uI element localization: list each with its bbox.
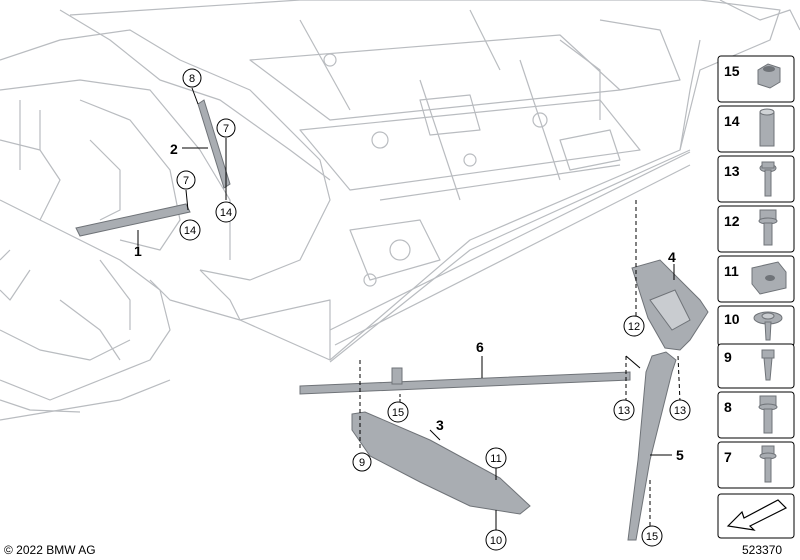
callout-11[interactable]: 11: [485, 447, 507, 469]
hex-flange-bolt-icon: [758, 395, 778, 434]
diagram-id: 523370: [742, 543, 782, 557]
legend-row-13[interactable]: 13: [717, 155, 795, 203]
callout-15-center[interactable]: 15: [387, 401, 409, 423]
label-1[interactable]: 1: [134, 243, 142, 259]
callout-15-bottom[interactable]: 15: [641, 525, 663, 547]
hex-bolt-icon: [758, 209, 778, 246]
legend-row-9[interactable]: 9: [717, 343, 795, 389]
callout-12[interactable]: 12: [623, 315, 645, 337]
svg-text:13: 13: [724, 163, 740, 179]
svg-text:10: 10: [490, 535, 502, 547]
label-5[interactable]: 5: [676, 447, 684, 463]
sleeve-icon: [759, 108, 775, 147]
svg-text:14: 14: [724, 113, 740, 129]
screw-icon: [761, 349, 775, 381]
svg-text:8: 8: [724, 399, 732, 415]
svg-text:14: 14: [184, 225, 196, 237]
callout-14-right[interactable]: 14: [215, 201, 237, 223]
svg-text:7: 7: [223, 123, 229, 135]
svg-text:13: 13: [674, 405, 686, 417]
part-2-strut: [197, 99, 231, 189]
legend-row-11[interactable]: 11: [717, 255, 795, 303]
part-6-crossbar: [299, 371, 631, 395]
svg-text:7: 7: [724, 449, 732, 465]
legend-row-12[interactable]: 12: [717, 205, 795, 253]
svg-text:15: 15: [392, 407, 404, 419]
svg-text:11: 11: [490, 453, 501, 465]
part-labels: 1 2 3 4 5 6: [134, 141, 684, 463]
part-1-strut: [75, 203, 191, 237]
svg-text:10: 10: [724, 311, 740, 327]
callout-10[interactable]: 10: [485, 529, 507, 551]
legend-row-7[interactable]: 7: [717, 441, 795, 489]
callout-9[interactable]: 9: [352, 452, 372, 472]
label-4[interactable]: 4: [668, 249, 676, 265]
clip-nut-icon: [751, 261, 787, 295]
legend-row-15[interactable]: 15: [717, 55, 795, 103]
fastener-legend: 15 14 13 12: [717, 55, 795, 539]
nut-icon: [757, 63, 781, 89]
label-2[interactable]: 2: [170, 141, 178, 157]
svg-text:8: 8: [189, 73, 195, 85]
part-5-strut: [627, 351, 677, 541]
callout-13-left[interactable]: 13: [613, 399, 635, 421]
label-3[interactable]: 3: [436, 417, 444, 433]
svg-text:15: 15: [646, 531, 658, 543]
part-3-plate: [351, 411, 531, 515]
part-6-bracket: [391, 367, 403, 385]
svg-text:9: 9: [359, 457, 365, 469]
car-body-shell: [0, 0, 800, 421]
washer-screw-icon: [753, 311, 783, 341]
callout-7-upper[interactable]: 7: [216, 118, 236, 138]
parts: [75, 99, 709, 541]
callout-7-lower[interactable]: 7: [176, 170, 196, 190]
svg-text:15: 15: [724, 63, 740, 79]
legend-row-14[interactable]: 14: [717, 105, 795, 153]
callout-13-right[interactable]: 13: [669, 399, 691, 421]
flange-bolt-icon: [759, 161, 777, 197]
copyright-text: © 2022 BMW AG: [4, 543, 96, 557]
legend-row-10[interactable]: 10: [717, 305, 795, 347]
collar-bolt-icon: [759, 445, 777, 483]
svg-text:13: 13: [618, 405, 630, 417]
svg-text:12: 12: [628, 321, 640, 333]
callout-14-left[interactable]: 14: [179, 219, 201, 241]
leader-lines: [137, 87, 681, 530]
legend-arrow-box[interactable]: [717, 493, 795, 539]
legend-row-8[interactable]: 8: [717, 391, 795, 439]
label-6[interactable]: 6: [476, 339, 484, 355]
arrow-icon: [726, 499, 788, 531]
svg-text:11: 11: [724, 263, 739, 279]
svg-text:14: 14: [220, 207, 232, 219]
svg-text:9: 9: [724, 349, 732, 365]
callouts: 8 7 7 14 14 12 15 13 13 9 11 10 15: [176, 68, 691, 551]
callout-8[interactable]: 8: [182, 68, 202, 88]
svg-text:7: 7: [183, 175, 189, 187]
svg-text:12: 12: [724, 213, 740, 229]
